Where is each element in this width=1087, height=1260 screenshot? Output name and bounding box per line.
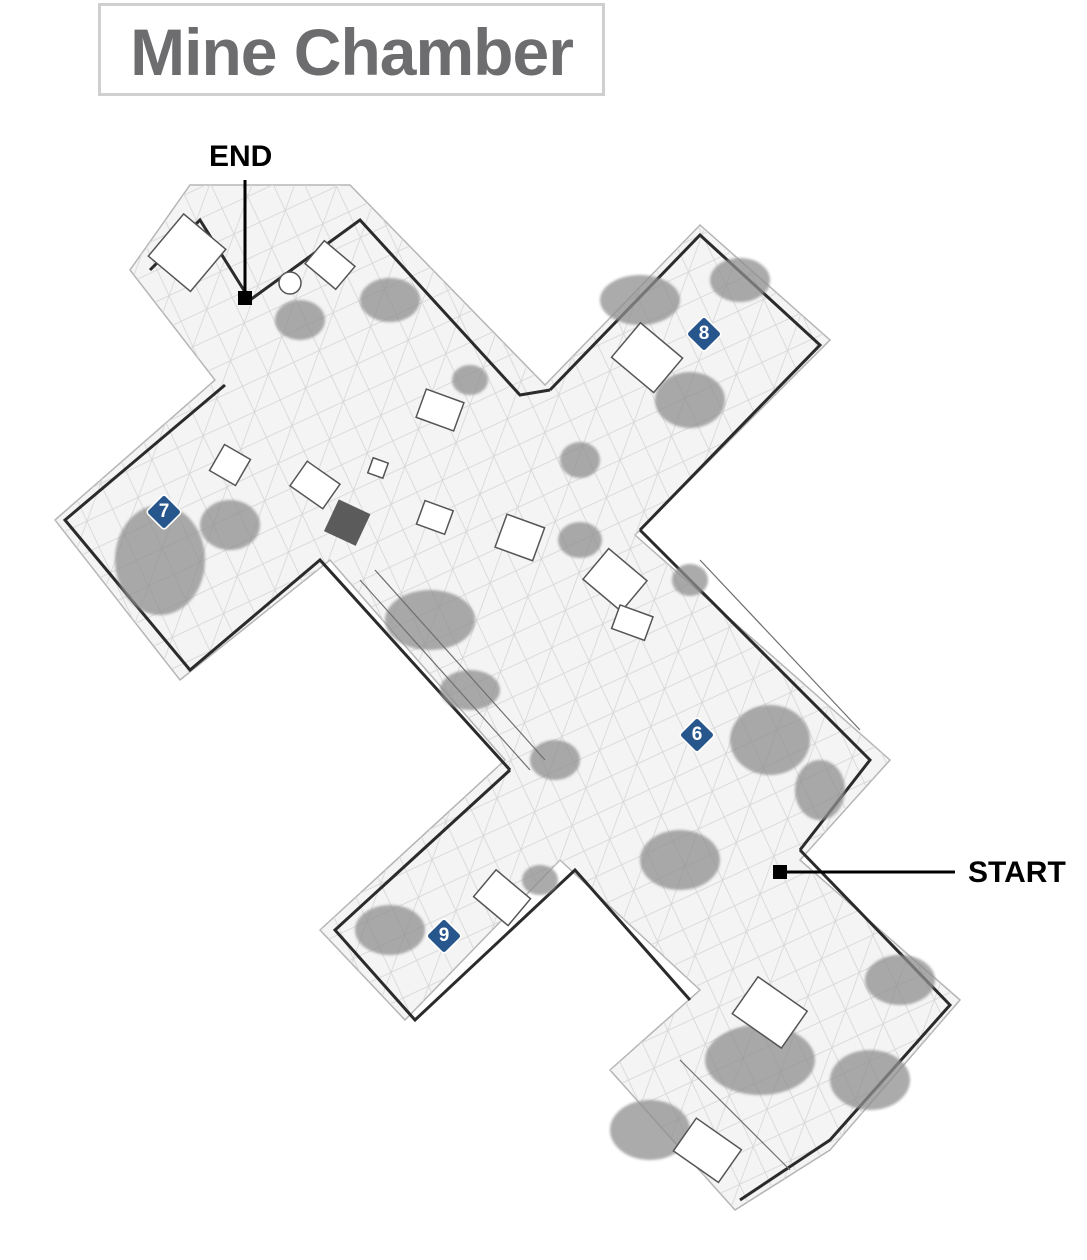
crate <box>494 513 546 562</box>
poi-marker-7[interactable]: 7 <box>147 495 181 529</box>
start-marker <box>773 865 955 879</box>
rock-patch <box>530 740 580 780</box>
rock-patch <box>522 865 558 895</box>
crate <box>581 547 649 613</box>
rock-patch <box>710 258 770 302</box>
rock-patch <box>600 275 680 325</box>
crate <box>731 975 809 1050</box>
rail-track <box>359 579 531 771</box>
rock-patch <box>610 1100 690 1160</box>
rock-patch <box>115 505 205 615</box>
rock-patch <box>360 278 420 322</box>
rock-patches <box>115 258 935 1160</box>
poi-marker-8[interactable]: 8 <box>687 317 721 351</box>
rock-patch <box>385 590 475 650</box>
wall-s-arm <box>332 768 692 1023</box>
rail-track <box>679 1059 791 1171</box>
rail-track <box>374 569 546 761</box>
rock-patch <box>830 1050 910 1110</box>
map-title-box: Mine Chamber <box>98 3 605 96</box>
rock-patch <box>640 830 720 890</box>
crate <box>415 499 455 536</box>
crate <box>610 603 654 642</box>
end-label: END <box>209 140 273 173</box>
crate <box>415 388 465 432</box>
poi-number: 6 <box>691 724 703 745</box>
wall-e-arm <box>638 528 872 851</box>
crate <box>208 443 252 487</box>
dark-floor-tile <box>323 499 371 546</box>
barrel <box>278 271 302 295</box>
rock-patch <box>730 705 810 775</box>
crate <box>147 212 227 293</box>
rail-track <box>699 559 861 731</box>
rock-patch <box>440 670 500 710</box>
poi-number: 8 <box>698 323 710 344</box>
rail-tracks <box>359 559 861 1171</box>
poi-number: 7 <box>158 501 170 522</box>
rock-patch <box>705 1025 815 1095</box>
rock-patch <box>865 955 935 1005</box>
map-title: Mine Chamber <box>130 15 574 89</box>
rock-patch <box>672 564 708 596</box>
rock-patch <box>355 905 425 955</box>
crate <box>472 868 532 927</box>
crate <box>672 1117 743 1184</box>
rock-patch <box>795 760 845 820</box>
rock-patch <box>558 522 602 558</box>
start-label: START <box>968 856 1066 889</box>
crate <box>288 460 342 510</box>
crate <box>366 456 390 480</box>
poi-number: 9 <box>438 925 450 946</box>
rock-patch <box>560 442 600 478</box>
end-marker <box>238 180 252 305</box>
structures <box>147 212 809 1184</box>
wall-w-arm <box>62 383 512 772</box>
rock-patch <box>275 300 325 340</box>
crate <box>303 239 357 291</box>
end-marker-square <box>238 291 252 305</box>
cave-floor <box>53 184 962 1211</box>
rock-patch <box>200 500 260 550</box>
cave-floor-mesh <box>55 185 960 1210</box>
crate <box>610 321 684 394</box>
poi-marker-9[interactable]: 9 <box>427 919 461 953</box>
poi-marker-6[interactable]: 6 <box>680 718 714 752</box>
rock-patch <box>452 365 488 395</box>
rock-patch <box>655 372 725 428</box>
start-marker-square <box>773 865 787 879</box>
